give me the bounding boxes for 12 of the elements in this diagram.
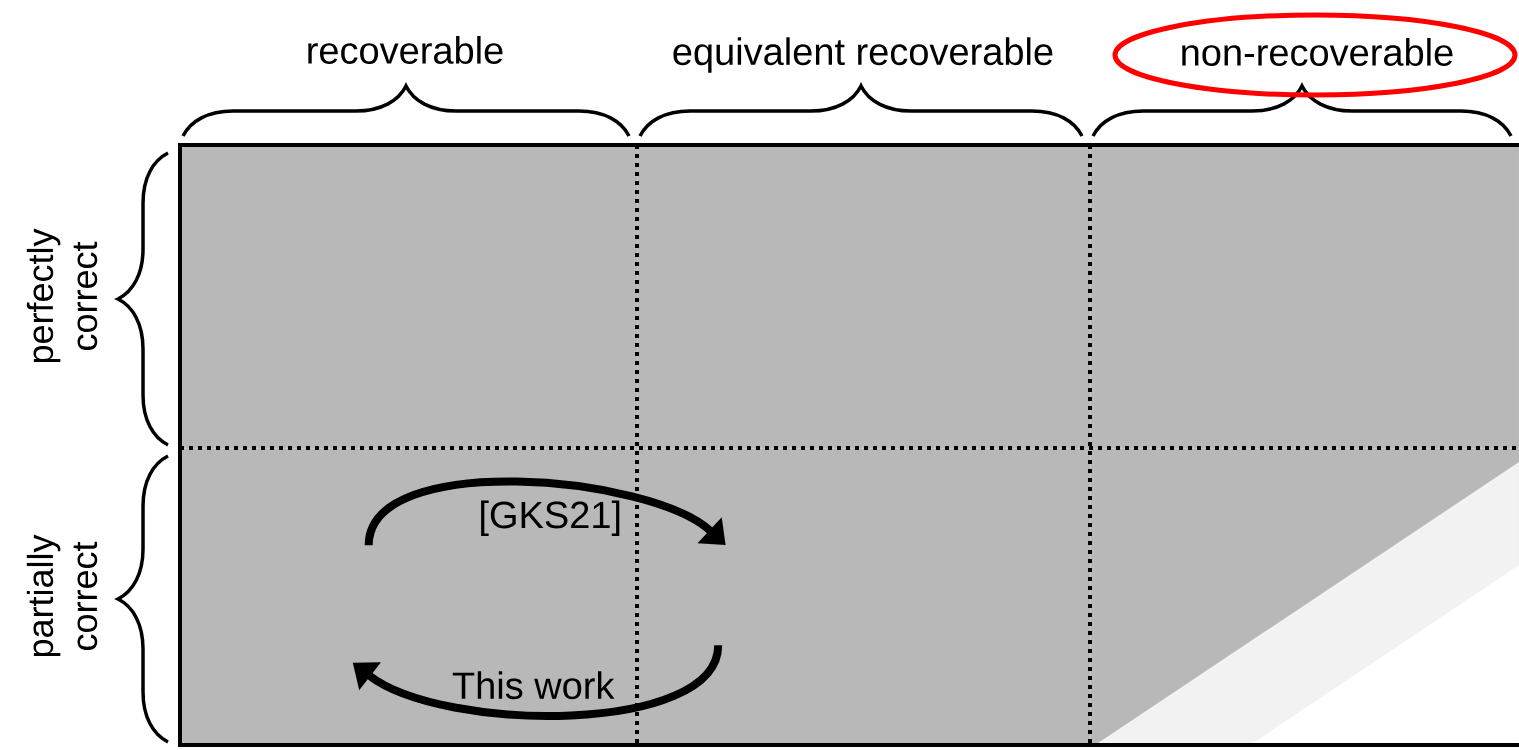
row-header: perfectly correct bbox=[26, 228, 98, 363]
column-header: non-recoverable bbox=[1182, 38, 1453, 66]
edge-label: [GKS21] bbox=[481, 500, 620, 536]
grid-cell bbox=[637, 448, 1091, 746]
column-header: recoverable bbox=[308, 36, 503, 64]
curved-arrow bbox=[364, 477, 726, 547]
row-header: partially correct bbox=[26, 534, 98, 657]
edge-label: This work bbox=[452, 671, 615, 700]
column-header: equivalent recoverable bbox=[673, 37, 1053, 73]
grid-cell bbox=[1090, 145, 1519, 449]
grid-cell bbox=[180, 145, 638, 449]
grid-cell bbox=[637, 145, 1091, 449]
